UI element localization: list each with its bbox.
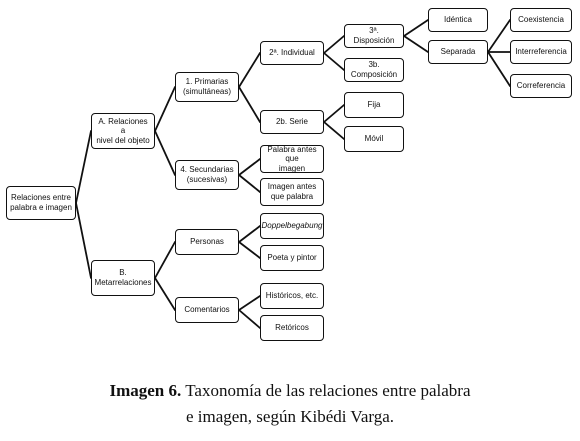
node-secundarias-label: 4. Secundarias (sucesivas) [180,165,234,184]
node-separada: Separada [428,40,488,64]
connector-root-a [75,130,92,204]
node-poeta-pintor-label: Poeta y pintor [267,253,317,263]
node-metarrelaciones: B. Metarrelaciones [91,260,155,296]
connector-a1-a2a [238,52,261,88]
node-disposicion: 3ª. Disposición [344,24,404,48]
caption-text-line2: e imagen, según Kibédi Varga. [185,407,395,426]
node-palabra-antes-imagen-label: Palabra antes que imagen [267,144,317,173]
node-metarrelaciones-label: B. Metarrelaciones [94,268,152,287]
node-correferencia: Correferencia [510,74,572,98]
node-primarias: 1. Primarias (simultáneas) [175,72,239,102]
node-imagen-antes-palabra-label: Imagen antes que palabra [267,182,317,201]
connector-a4-img_pal [238,174,261,193]
node-serie-label: 2b. Serie [275,117,309,127]
node-root-label: Relaciones entre palabra e imagen [10,193,72,212]
node-individual-label: 2ª. Individual [269,48,315,58]
node-comentarios: Comentarios [175,297,239,323]
connector-separada-coex [487,19,511,53]
node-interreferencia-label: Interreferencia [515,47,567,57]
connector-a-a1 [154,86,176,132]
node-composicion: 3b. Composición [344,58,404,82]
node-doppelbegabung-label: Doppelbegabung [261,221,323,231]
node-fija-label: Fija [367,100,381,110]
caption-text-line1: Taxonomía de las relaciones entre palabr… [185,381,471,400]
node-disposicion-label: 3ª. Disposición [353,26,395,45]
node-poeta-pintor: Poeta y pintor [260,245,324,271]
node-relaciones-objeto-label: A. Relaciones a nivel del objeto [96,116,150,145]
node-imagen-antes-palabra: Imagen antes que palabra [260,178,324,206]
node-secundarias: 4. Secundarias (sucesivas) [175,160,239,190]
node-historicos: Históricos, etc. [260,283,324,309]
connector-a-a4 [154,130,176,176]
connector-a3a-identica [403,19,429,37]
node-historicos-label: Históricos, etc. [265,291,319,301]
node-fija: Fija [344,92,404,118]
node-root: Relaciones entre palabra e imagen [6,186,76,220]
connector-a4-pal_img [238,158,261,176]
node-relaciones-objeto: A. Relaciones a nivel del objeto [91,113,155,149]
node-personas-label: Personas [190,237,224,247]
node-palabra-antes-imagen: Palabra antes que imagen [260,145,324,173]
connector-personas-doppel [238,225,261,243]
node-personas: Personas [175,229,239,255]
node-serie: 2b. Serie [260,110,324,134]
node-composicion-label: 3b. Composición [350,60,398,79]
node-coexistencia-label: Coexistencia [518,15,564,25]
node-identica-label: Idéntica [443,15,473,25]
caption-label: Imagen 6. [109,381,182,400]
node-correferencia-label: Correferencia [516,81,566,91]
node-interreferencia: Interreferencia [510,40,572,64]
connector-b-comentarios [154,277,176,311]
connector-separada-corref [487,51,511,87]
connector-a2b-fija [323,104,345,123]
connector-comentarios-historicos [238,295,261,311]
node-individual: 2ª. Individual [260,41,324,65]
node-movil-label: Móvil [364,134,384,144]
connector-a3a-separada [403,35,429,53]
node-movil: Móvil [344,126,404,152]
figure-caption: Imagen 6. Taxonomía de las relaciones en… [0,378,580,430]
node-identica: Idéntica [428,8,488,32]
connector-a2b-movil [323,121,345,140]
connector-root-b [75,202,92,279]
connector-a2a-a3a [323,35,345,54]
connector-personas-poeta [238,241,261,259]
connector-lines [75,19,511,329]
node-separada-label: Separada [440,47,476,57]
node-doppelbegabung: Doppelbegabung [260,213,324,239]
connector-comentarios-retoricos [238,309,261,329]
node-retoricos: Retóricos [260,315,324,341]
connector-a1-a2b [238,86,261,123]
node-primarias-label: 1. Primarias (simultáneas) [182,77,231,96]
node-comentarios-label: Comentarios [184,305,230,315]
node-retoricos-label: Retóricos [275,323,309,333]
taxonomy-diagram: Relaciones entre palabra e imagen A. Rel… [6,8,572,341]
node-coexistencia: Coexistencia [510,8,572,32]
connector-b-personas [154,241,176,279]
connector-a2a-a3b [323,52,345,71]
